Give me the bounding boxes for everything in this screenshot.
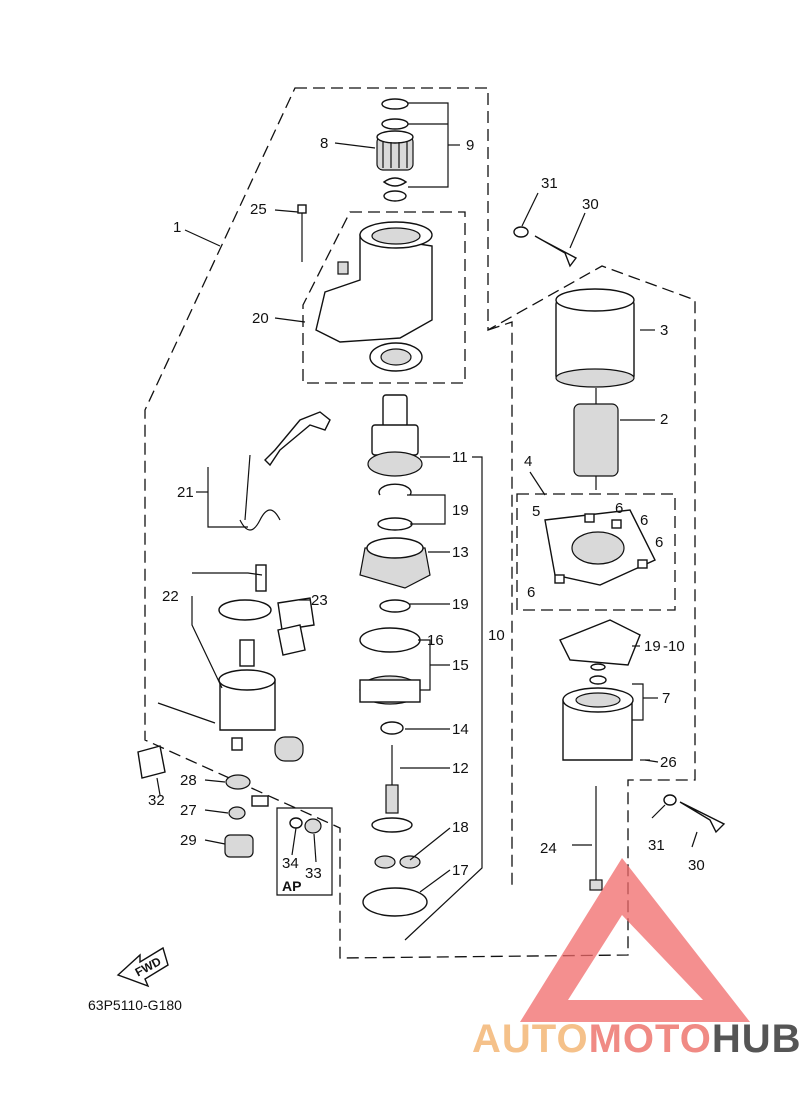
callout-31a: 31: [541, 175, 558, 192]
callout-22: 22: [162, 588, 179, 605]
callout-11: 11: [452, 449, 468, 466]
callout-23: 23: [311, 592, 328, 609]
callout-9: 9: [466, 137, 474, 154]
callout-13: 13: [452, 544, 469, 561]
pinion-assembly: [376, 98, 414, 202]
callout-labels: 1 2 3 4 5 6 6 6 6 7 8 9 10 11 12 13 14 1…: [148, 135, 705, 882]
automotohub-watermark: AUTOMOTOHUB: [472, 858, 800, 1061]
callout-6d: 6: [527, 584, 535, 601]
ap-label: AP: [282, 878, 301, 894]
callout-27: 27: [180, 802, 197, 819]
callout-20: 20: [252, 310, 269, 327]
callout-19a: 19: [452, 502, 469, 519]
leader-lines: [156, 102, 698, 941]
watermark-hub: HUB: [712, 1017, 800, 1061]
watermark-triangle: [520, 858, 750, 1022]
callout-18: 18: [452, 819, 469, 836]
callout-33: 33: [305, 865, 322, 882]
callout-1: 1: [173, 219, 181, 236]
center-assembly: [359, 394, 431, 917]
callout-26: 26: [660, 754, 677, 771]
callout-2: 2: [660, 411, 668, 428]
callout-32: 32: [148, 792, 165, 809]
left-assembly: [137, 411, 333, 896]
callout-28: 28: [180, 772, 197, 789]
callout-16: 16: [427, 632, 444, 649]
callout-6c: 6: [655, 534, 663, 551]
callout-19b: 19: [452, 596, 469, 613]
right-assembly: [513, 226, 726, 891]
callout-12: 12: [452, 760, 469, 777]
assembly-boundaries: [144, 87, 696, 959]
callout-8: 8: [320, 135, 328, 152]
callout-14: 14: [452, 721, 469, 738]
callout-21: 21: [177, 484, 194, 501]
callout-10a: 10: [488, 627, 505, 644]
callout-6b: 6: [640, 512, 648, 529]
front-housing: [297, 204, 433, 372]
callout-31b: 31: [648, 837, 665, 854]
callout-3: 3: [660, 322, 668, 339]
callout-25: 25: [250, 201, 267, 218]
callout-4: 4: [524, 453, 532, 470]
svg-text:AUTOMOTOHUB: AUTOMOTOHUB: [472, 1017, 800, 1061]
callout-7: 7: [662, 690, 670, 707]
callout-24: 24: [540, 840, 557, 857]
callout-29: 29: [180, 832, 197, 849]
callout-30b: 30: [688, 857, 705, 874]
callout-30a: 30: [582, 196, 599, 213]
callout-6a: 6: [615, 500, 623, 517]
callout-5: 5: [532, 503, 540, 520]
diagram-code: 63P5110-G180: [88, 997, 182, 1013]
fwd-arrow: FWD: [116, 946, 169, 988]
watermark-auto: AUTO: [472, 1017, 589, 1061]
callout-15: 15: [452, 657, 469, 674]
callout-19c: 19: [644, 638, 661, 655]
watermark-moto: MOTO: [589, 1017, 712, 1061]
callout-17: 17: [452, 862, 469, 879]
callout-34: 34: [282, 855, 299, 872]
callout-10b: -10: [663, 638, 685, 655]
